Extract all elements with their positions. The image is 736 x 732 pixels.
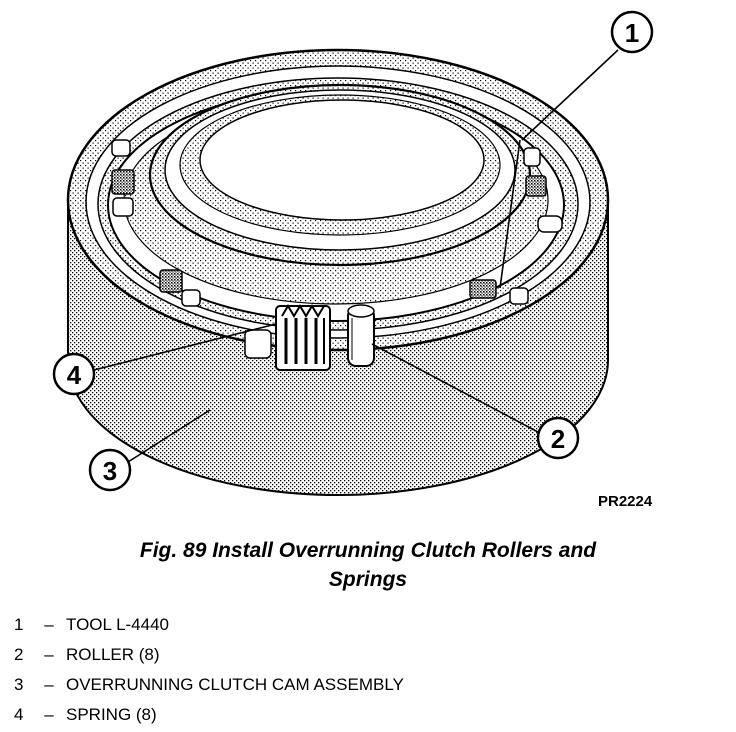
clutch-illustration: 1 2 3 4 PR2224 <box>52 10 654 510</box>
roller <box>112 197 134 217</box>
legend-dash: – <box>44 705 54 724</box>
legend-number: 3 <box>14 675 24 694</box>
caption-line-2: Springs <box>328 568 408 591</box>
spring <box>159 269 183 293</box>
legend-item: 4 – SPRING (8) <box>14 700 404 730</box>
roller <box>537 215 563 233</box>
spring <box>525 175 547 197</box>
roller <box>509 287 529 305</box>
callout-2: 2 <box>536 416 580 460</box>
springs <box>111 169 547 371</box>
tool-l4440 <box>148 83 532 267</box>
legend-dash: – <box>44 615 54 634</box>
legend-dash: – <box>44 645 54 664</box>
svg-text:1: 1 <box>625 18 639 48</box>
svg-text:3: 3 <box>103 456 117 486</box>
rollers <box>111 139 563 367</box>
spring <box>275 304 331 371</box>
legend-item: 1 – TOOL L-4440 <box>14 610 404 640</box>
roller <box>347 304 375 367</box>
leader-lines <box>93 49 619 463</box>
legend-number: 1 <box>14 615 24 634</box>
spring <box>111 169 135 195</box>
legend-text: TOOL L-4440 <box>66 615 170 634</box>
roller <box>181 289 201 307</box>
roller <box>111 139 131 157</box>
legend-text: OVERRUNNING CLUTCH CAM ASSEMBLY <box>66 675 404 694</box>
legend-dash: – <box>44 675 54 694</box>
legend-text: SPRING (8) <box>66 705 157 724</box>
callout-3: 3 <box>88 448 132 492</box>
legend-text: ROLLER (8) <box>66 645 160 664</box>
spring <box>469 279 497 299</box>
legend: 1 – TOOL L-4440 2 – ROLLER (8) 3 – OVERR… <box>14 610 404 730</box>
svg-text:4: 4 <box>67 360 82 390</box>
caption-line-1: Fig. 89 Install Overrunning Clutch Rolle… <box>139 539 597 562</box>
legend-number: 2 <box>14 645 24 664</box>
svg-text:2: 2 <box>551 424 565 454</box>
callout-4: 4 <box>52 352 96 396</box>
figure-caption: Fig. 89 Install Overrunning Clutch Rolle… <box>0 536 736 594</box>
legend-number: 4 <box>14 705 24 724</box>
roller <box>244 329 272 359</box>
legend-item: 3 – OVERRUNNING CLUTCH CAM ASSEMBLY <box>14 670 404 700</box>
figure-code: PR2224 <box>598 493 653 510</box>
legend-item: 2 – ROLLER (8) <box>14 640 404 670</box>
callout-1: 1 <box>610 10 654 54</box>
roller <box>523 147 541 167</box>
